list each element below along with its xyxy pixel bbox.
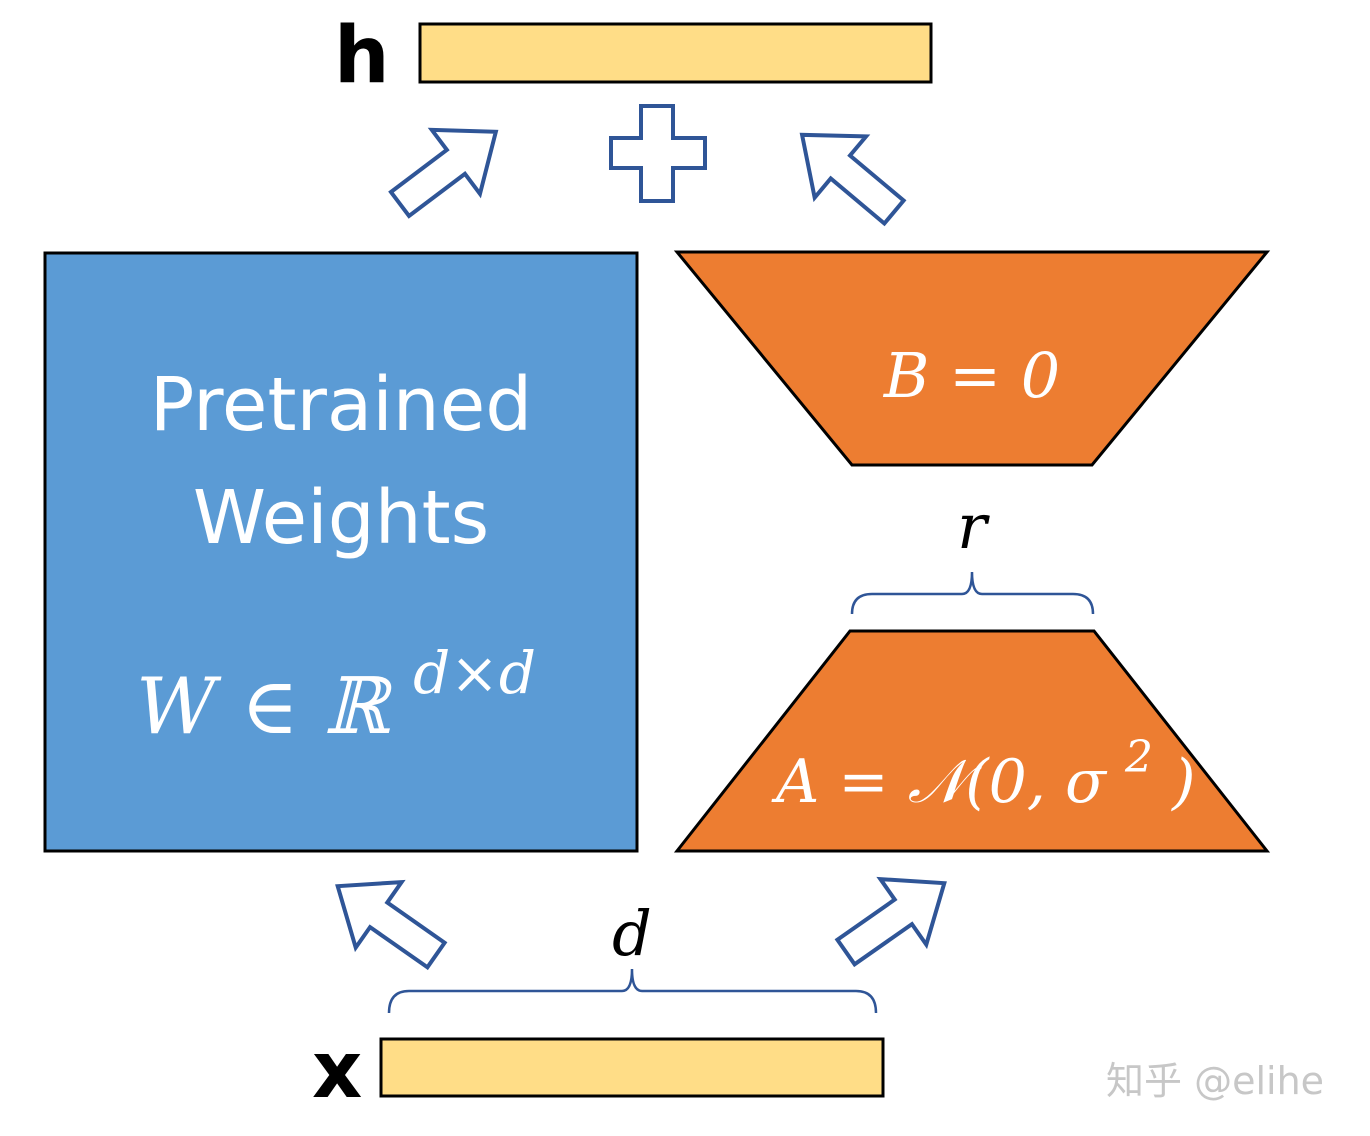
lora-a-formula-close: ) xyxy=(1170,747,1195,817)
lora-a-formula: A = 𝒩(0, σ 2 ) xyxy=(771,717,1196,817)
pretrained-weights-block xyxy=(43,251,639,853)
output-vector-bar xyxy=(418,22,933,84)
arrow-b-to-output xyxy=(799,132,907,227)
watermark: 知乎 @elihe xyxy=(1106,1059,1324,1103)
weights-formula-superscript: d×d xyxy=(413,639,536,707)
dimension-label: d xyxy=(612,897,652,970)
lora-a-formula-main: A = 𝒩(0, σ xyxy=(771,747,1108,817)
pretrained-label: Pretrained xyxy=(150,362,532,448)
arrow-input-to-weights xyxy=(335,879,448,971)
weights-label: Weights xyxy=(193,475,489,561)
weights-formula-main: W ∈ ℝ xyxy=(136,662,393,752)
input-vector-bar xyxy=(379,1037,885,1098)
dimension-brace xyxy=(387,968,878,1014)
arrow-weights-to-output xyxy=(388,127,499,219)
output-label: h xyxy=(334,11,390,101)
lora-a-block xyxy=(673,629,1271,853)
arrow-input-to-a xyxy=(834,876,947,968)
rank-label: r xyxy=(957,490,990,563)
input-label: x xyxy=(312,1026,362,1116)
lora-b-formula: B = 0 xyxy=(883,339,1060,412)
weights-formula: W ∈ ℝ d×d xyxy=(136,639,536,752)
plus-icon xyxy=(609,104,707,203)
rank-brace xyxy=(850,571,1095,615)
lora-a-formula-superscript: 2 xyxy=(1124,732,1153,783)
lora-b-block xyxy=(673,250,1271,467)
